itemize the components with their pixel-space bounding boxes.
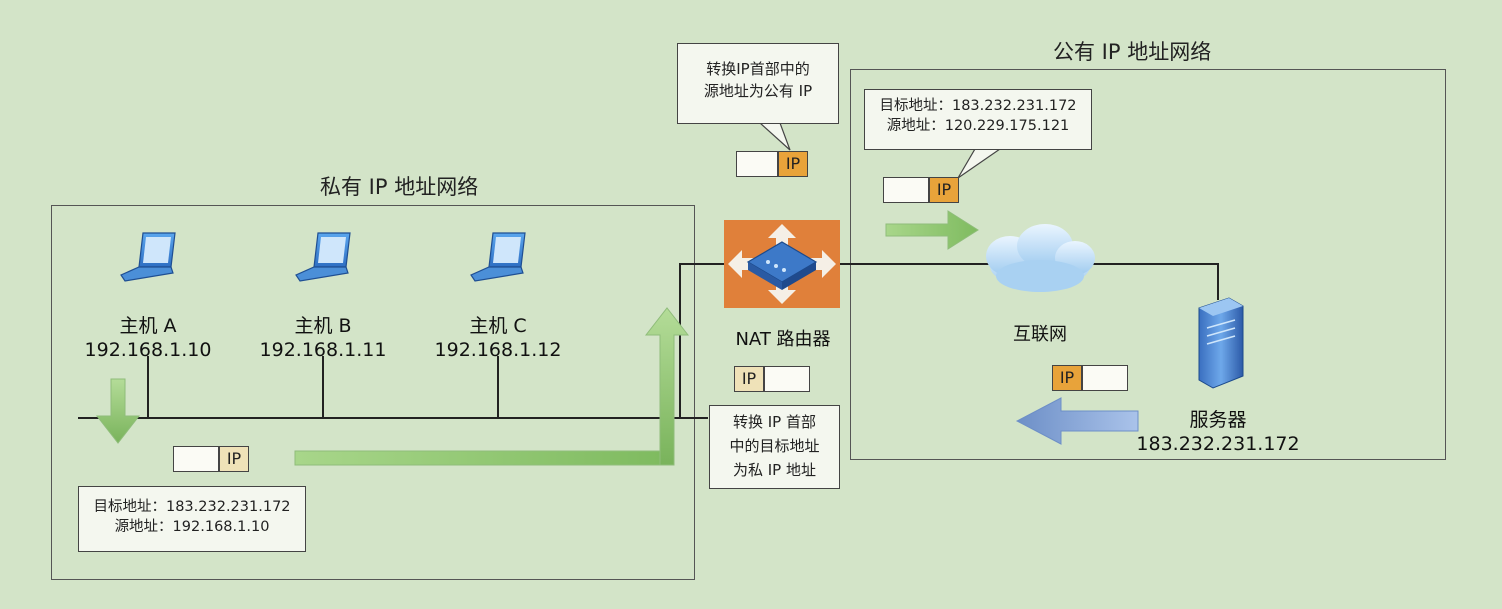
packet-ip-tag: IP — [1052, 365, 1082, 391]
router-top-packet: IP — [736, 151, 808, 177]
private-note-dest: 目标地址：183.232.231.172 — [93, 499, 291, 515]
packet-ip-tag: IP — [929, 177, 959, 203]
router-bottom-note-line1: 转换 IP 首部 — [732, 413, 816, 431]
public-out-packet: IP — [883, 177, 959, 203]
host-c-ip: 192.168.1.12 — [434, 339, 562, 361]
router-bottom-packet: IP — [734, 366, 810, 392]
packet-body — [736, 151, 778, 177]
router-top-note-line2: 源地址为公有 IP — [703, 82, 813, 100]
packet-body — [883, 177, 929, 203]
server-name: 服务器 — [1189, 409, 1247, 431]
packet-body — [1082, 365, 1128, 391]
private-note-src: 源地址：192.168.1.10 — [114, 519, 270, 535]
internet-to-server-line — [1088, 263, 1219, 300]
note-top-pointer — [758, 122, 791, 151]
laptop-icon-c — [470, 232, 526, 282]
packet-body — [173, 446, 219, 472]
server-icon — [1198, 297, 1244, 389]
public-note-pointer — [957, 148, 1002, 179]
host-a-label: 主机 A 192.168.1.10 — [48, 314, 248, 362]
packet-ip-tag: IP — [778, 151, 808, 177]
router-top-note: 转换IP首部中的 源地址为公有 IP — [677, 43, 839, 124]
private-address-note: 目标地址：183.232.231.172 源地址：192.168.1.10 — [78, 486, 306, 552]
path-arrow-horizontal — [294, 450, 661, 466]
host-b-name: 主机 B — [294, 315, 352, 337]
packet-body — [764, 366, 810, 392]
router-bottom-note: 转换 IP 首部 中的目标地址 为私 IP 地址 — [709, 405, 840, 489]
router-label: NAT 路由器 — [735, 329, 831, 350]
public-in-packet: IP — [1052, 365, 1128, 391]
host-a-name: 主机 A — [119, 315, 177, 337]
router-bottom-note-line2: 中的目标地址 — [729, 437, 820, 455]
public-address-note: 目标地址：183.232.231.172 源地址：120.229.175.121 — [864, 89, 1092, 150]
host-b-ip: 192.168.1.11 — [259, 339, 387, 361]
router-bottom-note-line3: 为私 IP 地址 — [732, 461, 816, 479]
private-network-title: 私有 IP 地址网络 — [320, 175, 479, 199]
down-arrow-icon — [95, 378, 141, 444]
router-top-note-line1: 转换IP首部中的 — [706, 60, 810, 78]
public-note-src: 源地址：120.229.175.121 — [886, 118, 1070, 134]
private-packet: IP — [173, 446, 249, 472]
server-label: 服务器 183.232.231.172 — [1118, 408, 1318, 456]
laptop-icon-a — [120, 232, 176, 282]
host-b-label: 主机 B 192.168.1.11 — [223, 314, 423, 362]
left-arrow-icon — [1015, 397, 1139, 445]
right-arrow-icon — [885, 210, 979, 250]
up-arrow-icon — [644, 307, 690, 466]
private-network-region — [51, 205, 695, 580]
host-a-ip: 192.168.1.10 — [84, 339, 212, 361]
server-ip: 183.232.231.172 — [1136, 433, 1300, 455]
internet-cloud-icon — [986, 224, 1095, 292]
lan-to-router-line — [679, 263, 724, 418]
router-icon — [724, 220, 840, 308]
packet-ip-tag: IP — [734, 366, 764, 392]
internet-label: 互联网 — [1013, 324, 1067, 345]
laptop-icon-b — [295, 232, 351, 282]
public-network-title: 公有 IP 地址网络 — [1053, 40, 1212, 64]
host-c-label: 主机 C 192.168.1.12 — [398, 314, 598, 362]
packet-ip-tag: IP — [219, 446, 249, 472]
host-c-name: 主机 C — [469, 315, 527, 337]
public-note-dest: 目标地址：183.232.231.172 — [879, 98, 1077, 114]
